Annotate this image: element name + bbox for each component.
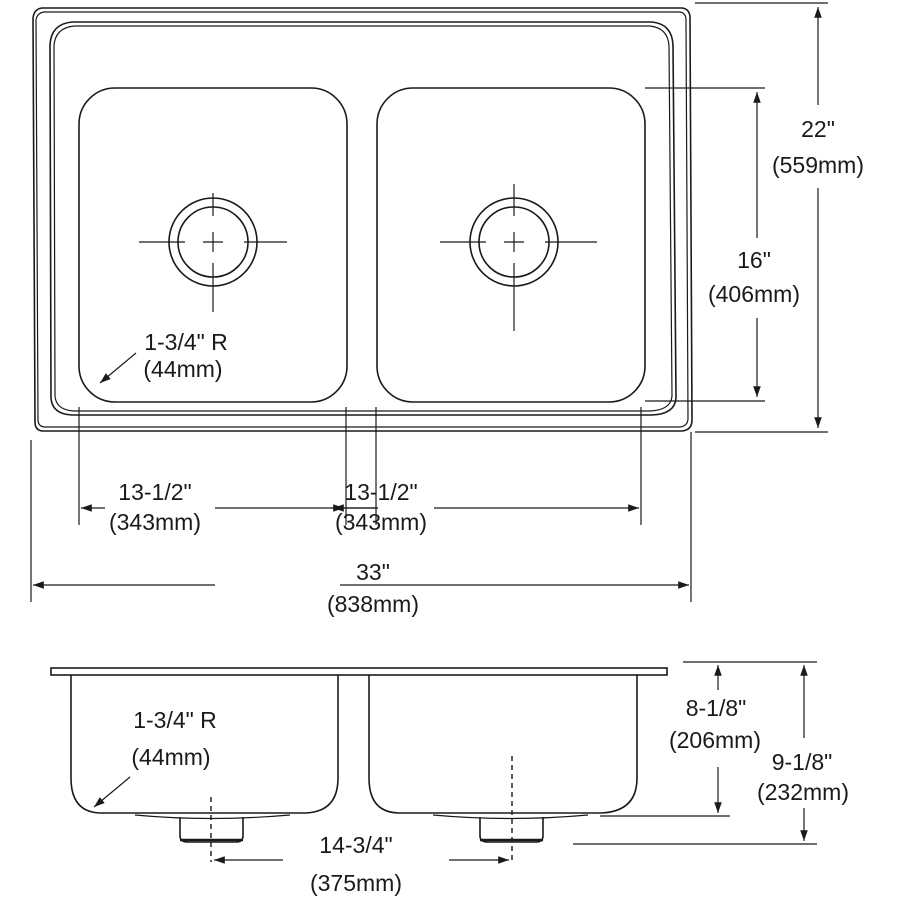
left-bowl-profile — [70, 675, 339, 814]
front-radius-leader — [93, 776, 131, 808]
deck-edge-inner — [53, 25, 673, 412]
right-bowl-width-label: 13-1/2" — [344, 479, 417, 505]
outer-rim — [32, 7, 693, 432]
left-bowl-width-label: 13-1/2" — [118, 479, 191, 505]
left-drain-body — [179, 817, 244, 843]
overall-depth-label: 22" — [801, 116, 835, 142]
bowl-depth-label: 16" — [737, 247, 771, 273]
overall-height-label: 9-1/8" — [772, 749, 833, 775]
right-bowl — [376, 87, 646, 403]
front-view: 1-3/4" R (44mm) 14-3/4" (375mm) 8-1/8" (… — [50, 661, 849, 896]
left-drain-icon — [139, 193, 287, 312]
left-bowl — [78, 87, 348, 403]
outer-rim-inner-edge — [35, 11, 689, 428]
overall-depth-metric: (559mm) — [772, 152, 864, 178]
overall-height-metric: (232mm) — [757, 779, 849, 805]
right-bowl-width-metric: (343mm) — [335, 509, 427, 535]
left-bowl-width-metric: (343mm) — [109, 509, 201, 535]
right-bowl-profile — [368, 675, 638, 814]
bowl-depth-metric: (406mm) — [708, 281, 800, 307]
bowl-height-label: 8-1/8" — [686, 695, 747, 721]
right-drain-icon — [440, 184, 597, 331]
corner-radius-metric: (44mm) — [143, 356, 222, 382]
corner-radius-leader — [99, 352, 137, 384]
bowl-height-metric: (206mm) — [669, 727, 761, 753]
rim-flange — [50, 667, 668, 676]
drain-spacing-label: 14-3/4" — [319, 832, 392, 858]
overall-width-label: 33" — [356, 559, 390, 585]
drain-spacing-metric: (375mm) — [310, 870, 402, 896]
deck-edge — [49, 21, 677, 416]
corner-radius-label: 1-3/4" R — [144, 329, 228, 355]
front-radius-metric: (44mm) — [131, 744, 210, 770]
top-view: 1-3/4" R (44mm) 16" (406mm) 22" (559mm) … — [30, 2, 864, 617]
front-radius-label: 1-3/4" R — [133, 707, 217, 733]
overall-width-metric: (838mm) — [327, 591, 419, 617]
